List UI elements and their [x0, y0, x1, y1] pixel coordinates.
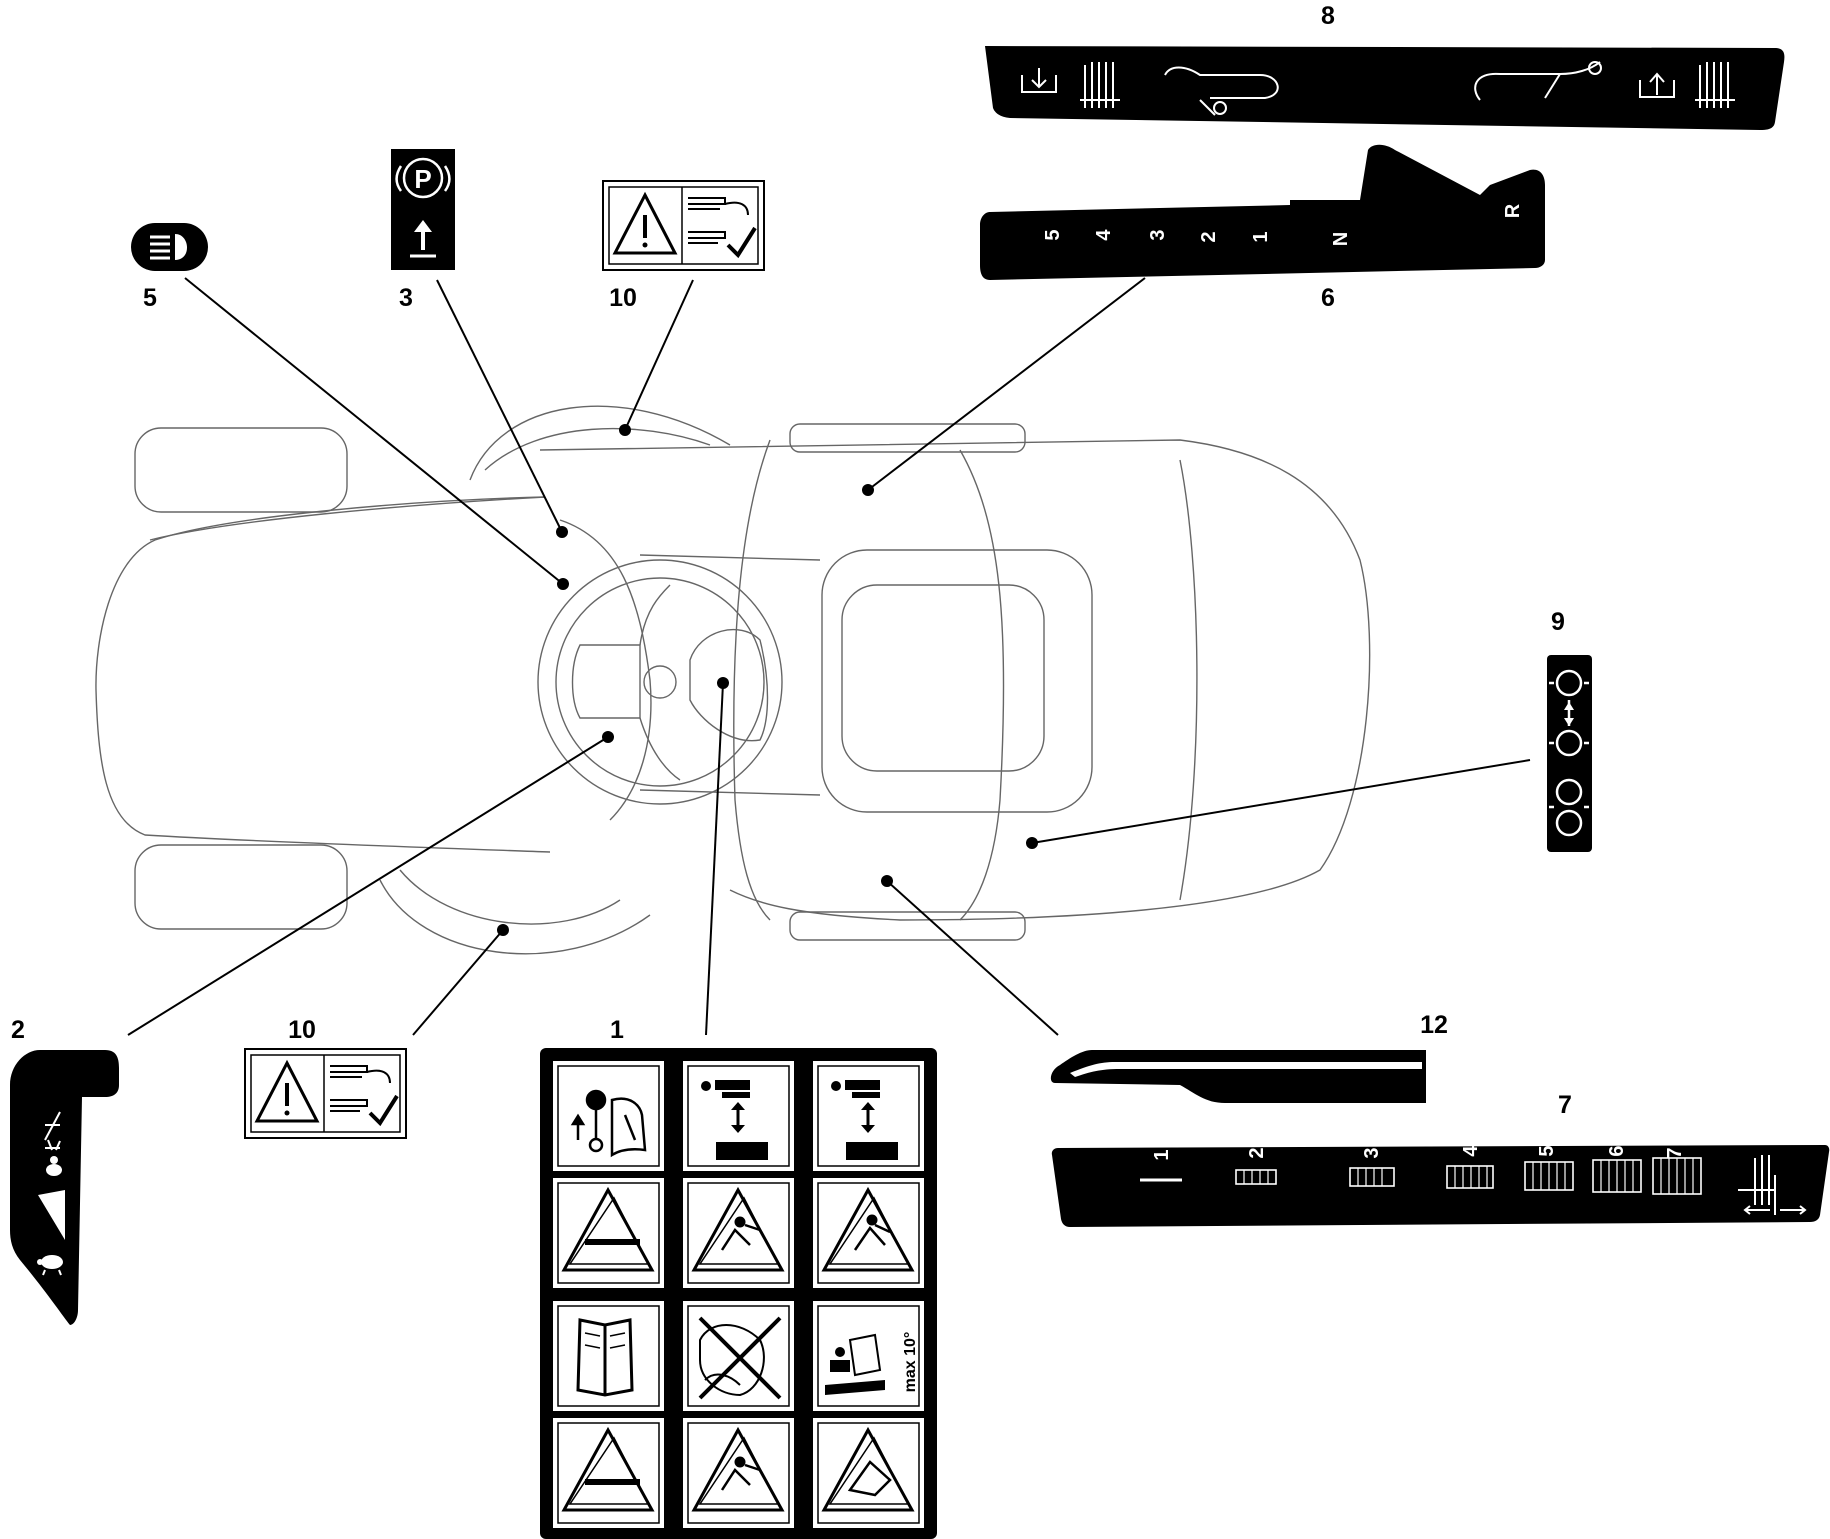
gear-label-R: R [1502, 203, 1524, 218]
gear-label-2: 2 [1198, 231, 1220, 242]
callout-12: 12 [1420, 1011, 1448, 1039]
height-label-7: 7 [1664, 1147, 1686, 1158]
height-label-3: 3 [1361, 1147, 1383, 1158]
parking-symbol: P [414, 164, 431, 194]
rabbit-icon [46, 1139, 62, 1176]
gear-label-5: 5 [1042, 229, 1064, 240]
height-label-4: 4 [1460, 1145, 1482, 1157]
turtle-icon [37, 1255, 63, 1276]
callout-9: 9 [1551, 608, 1565, 636]
callout-8: 8 [1321, 2, 1335, 30]
decal-9-level-indicator [1547, 655, 1592, 852]
decal-12-stripe [1050, 1050, 1426, 1103]
callout-1: 1 [610, 1016, 624, 1044]
callout-3: 3 [399, 284, 413, 312]
operator-clearance-icon [701, 1080, 768, 1160]
gear-label-3: 3 [1147, 229, 1169, 240]
hand-crush-icon [688, 197, 757, 259]
manual-book-icon [576, 1318, 634, 1397]
no-passengers-icon [698, 1316, 782, 1400]
mower-deck-lift-icon [1021, 61, 1735, 116]
decal-7-cutting-height: 1 2 3 4 5 6 7 [1051, 1145, 1830, 1227]
height-scale: 1 2 3 4 5 6 7 [1140, 1145, 1807, 1215]
blade-hazard-icon [691, 1426, 785, 1512]
slope-limit-icon: max 10° [825, 1332, 919, 1395]
operator-clearance-icon [831, 1080, 898, 1160]
callout-10-top: 10 [609, 284, 637, 312]
parking-brake-icon: P [395, 157, 451, 258]
gear-label-1: 1 [1250, 231, 1272, 242]
headlight-icon [150, 234, 188, 260]
callout-5: 5 [143, 284, 157, 312]
decal-1-safety-panel: max 10° [540, 1048, 937, 1539]
callout-2: 2 [11, 1016, 25, 1044]
decal-8-deck-lift [985, 46, 1785, 130]
warning-triangle-icon [561, 1426, 655, 1512]
callout-10-bottom: 10 [288, 1016, 316, 1044]
callout-7: 7 [1558, 1091, 1572, 1119]
decal-2-throttle [10, 1050, 119, 1325]
slope-limit-text: max 10° [902, 1332, 919, 1393]
hand-crush-icon [330, 1065, 399, 1127]
callout-6: 6 [1321, 284, 1335, 312]
gear-label-4: 4 [1093, 229, 1115, 241]
leader-lines [127, 277, 1531, 1036]
blade-hazard-icon [691, 1186, 785, 1272]
warning-triangle-icon [254, 1059, 320, 1123]
decal-5-headlight [131, 223, 208, 271]
throttle-ramp [38, 1190, 65, 1240]
rollover-hazard-icon [821, 1426, 915, 1512]
callout-labels: 8 5 3 10 6 9 2 10 1 12 7 [11, 2, 1572, 1119]
decal-3-parking-brake: P [391, 149, 455, 270]
target-dots [497, 424, 1038, 936]
height-label-1: 1 [1151, 1149, 1173, 1160]
tractor-outline [95, 405, 1371, 955]
cut-height-icon [1738, 1155, 1807, 1215]
key-removal-icon [570, 1089, 647, 1158]
height-label-2: 2 [1246, 1147, 1268, 1158]
height-label-6: 6 [1606, 1145, 1628, 1156]
decal-6-gear-shift: 5 4 3 2 1 N R [980, 144, 1545, 280]
warning-triangle-icon [612, 191, 678, 255]
gear-label-N: N [1330, 232, 1352, 246]
decal-10-warning-bottom [244, 1048, 407, 1139]
thrown-object-icon [821, 1186, 915, 1272]
warning-triangle-icon [561, 1186, 655, 1272]
decal-10-warning-top [602, 180, 765, 271]
height-label-5: 5 [1536, 1145, 1558, 1156]
